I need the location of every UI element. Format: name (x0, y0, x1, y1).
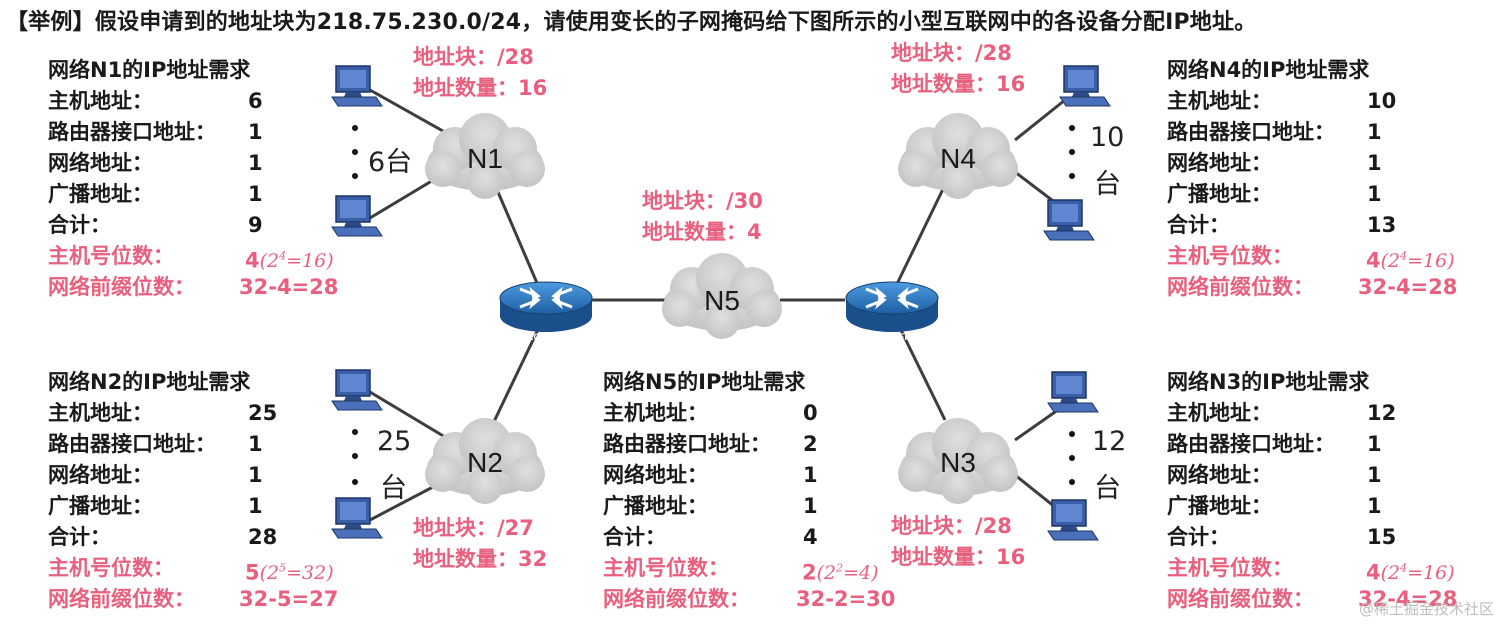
n4-heading: 网络N4的IP地址需求 (1167, 58, 1370, 82)
n2-requirements: 网络N2的IP地址需求 主机地址：25 路由器接口地址：1 网络地址：1 广播地… (48, 367, 348, 615)
n1-label: N1 (467, 143, 503, 174)
link-n4-pc-top (1014, 98, 1066, 142)
n2-block-annotation: 地址块：/27 地址数量：32 (413, 516, 548, 571)
link-router-right-n4 (893, 184, 947, 289)
n1-block-annotation: 地址块：/28 地址数量：16 (413, 45, 548, 100)
n1-requirements: 网络N1的IP地址需求 主机地址：6 路由器接口地址：1 网络地址：1 广播地址… (48, 55, 348, 303)
n1-pc-count: 6台 (368, 147, 413, 178)
n4-label: N4 (940, 143, 976, 174)
pc-n4-top-icon (1059, 65, 1111, 107)
n5-heading: 网络N5的IP地址需求 (603, 370, 806, 394)
n2-heading: 网络N2的IP地址需求 (48, 370, 251, 394)
n2-pc-count-unit: 台 (380, 473, 407, 504)
page-title: 【举例】假设申请到的地址块为218.75.230.0/24，请使用变长的子网掩码… (6, 10, 1257, 35)
pc-n3-top-icon (1047, 371, 1099, 413)
n3-pc-count-num: 12 (1092, 426, 1127, 457)
n1-heading: 网络N1的IP地址需求 (48, 58, 251, 82)
n5-requirements: 网络N5的IP地址需求 主机地址：0 路由器接口地址：2 网络地址：1 广播地址… (603, 367, 913, 615)
n3-heading: 网络N3的IP地址需求 (1167, 370, 1370, 394)
n4-block-annotation: 地址块：/28 地址数量：16 (891, 41, 1026, 96)
link-n1-router-left (493, 184, 542, 291)
pc-n4-bottom-icon (1043, 199, 1095, 241)
link-n1-pc-top (369, 88, 451, 137)
watermark: @稀土掘金技术社区 (1358, 600, 1494, 618)
n5-block-annotation: 地址块：/30 地址数量：4 (642, 189, 763, 244)
link-router-right-n3 (893, 317, 947, 421)
n2-pc-count-num: 25 (377, 426, 412, 457)
router-left-label: ROUTER (527, 332, 566, 342)
router-left-icon (498, 280, 594, 334)
n5-label: N5 (704, 285, 740, 316)
link-n2-pc-top (369, 390, 451, 442)
n4-pc-count-unit: 台 (1094, 169, 1121, 200)
n3-block-annotation: 地址块：/28 地址数量：16 (891, 514, 1026, 569)
n3-pc-count-unit: 台 (1094, 473, 1121, 504)
n4-requirements: 网络N4的IP地址需求 主机地址：10 路由器接口地址：1 网络地址：1 广播地… (1167, 55, 1477, 303)
n4-pc-count-num: 10 (1090, 122, 1125, 153)
network-links (369, 88, 1066, 522)
router-right-label: ROUTER (873, 332, 912, 342)
router-right-icon (844, 280, 940, 334)
pc-n3-bottom-icon (1047, 499, 1099, 541)
n3-requirements: 网络N3的IP地址需求 主机地址：12 路由器接口地址：1 网络地址：1 广播地… (1167, 367, 1477, 615)
link-router-left-n2 (488, 314, 547, 431)
n2-label: N2 (467, 447, 503, 478)
n3-label: N3 (940, 447, 976, 478)
